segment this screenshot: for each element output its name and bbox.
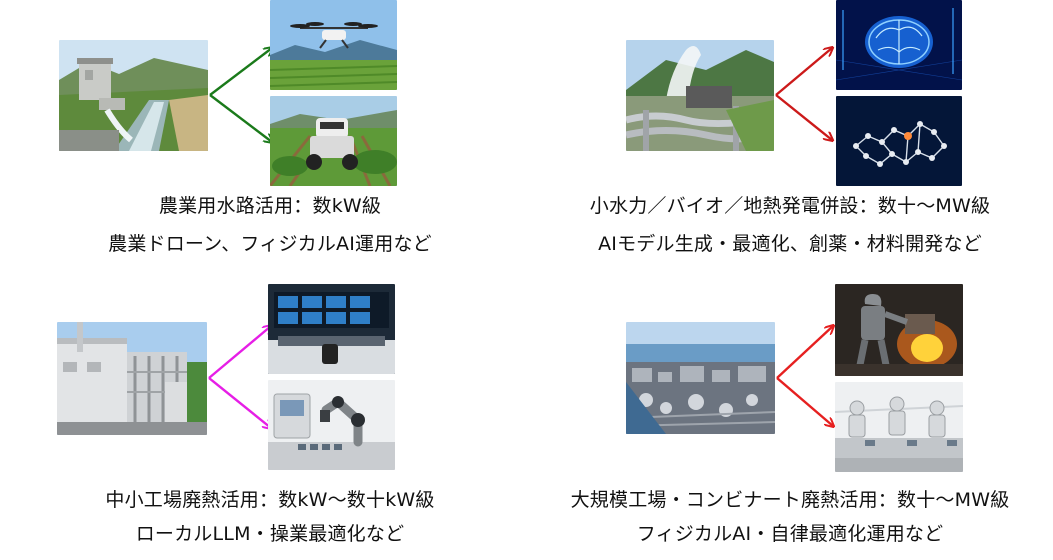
branch-arrows (776, 320, 845, 434)
small-factory-image (57, 322, 207, 435)
branch-arrows (775, 40, 844, 150)
panel-title: 大規模工場・コンビナート廃熱活用：数十～MW級 (570, 489, 1010, 511)
irrigation-canal-hydro-image (59, 40, 208, 151)
assembly-line-robots-image (835, 382, 963, 472)
ai-brain-image (836, 0, 962, 90)
panel-small-hydro-bio-geothermal: 小水力／バイオ／地熱発電併設：数十～MW級 AIモデル生成・最適化、創薬・材料開… (540, 0, 1040, 270)
branch-arrows (208, 320, 277, 434)
panel-title: 小水力／バイオ／地熱発電併設：数十～MW級 (589, 195, 991, 217)
panel-large-factory-complex-waste-heat: 大規模工場・コンビナート廃熱活用：数十～MW級 フィジカルAI・自律最適化運用な… (540, 280, 1040, 550)
panel-agricultural-canal: 農業用水路活用：数kW級 農業ドローン、フィジカルAI運用など (20, 0, 520, 270)
panel-title: 中小工場廃熱活用：数kW～数十kW級 (105, 489, 435, 511)
industrial-complex-image (626, 322, 775, 434)
farm-robot-image (270, 96, 397, 186)
panel-small-factory-waste-heat: 中小工場廃熱活用：数kW～数十kW級 ローカルLLM・操業最適化など (20, 280, 520, 550)
robot-arm-image (268, 380, 395, 470)
panel-subtitle: フィジカルAI・自律最適化運用など (636, 523, 944, 545)
panel-title: 農業用水路活用：数kW級 (158, 195, 382, 217)
foundry-robot-image (835, 284, 963, 376)
geothermal-plant-image (626, 40, 774, 151)
control-room-image (268, 284, 395, 374)
agricultural-drone-image (270, 0, 397, 90)
panel-subtitle: 農業ドローン、フィジカルAI運用など (108, 233, 432, 255)
panel-subtitle: AIモデル生成・最適化、創薬・材料開発など (598, 233, 982, 255)
branch-arrows (209, 40, 278, 150)
panel-subtitle: ローカルLLM・操業最適化など (135, 523, 405, 545)
molecule-structure-image (836, 96, 962, 186)
